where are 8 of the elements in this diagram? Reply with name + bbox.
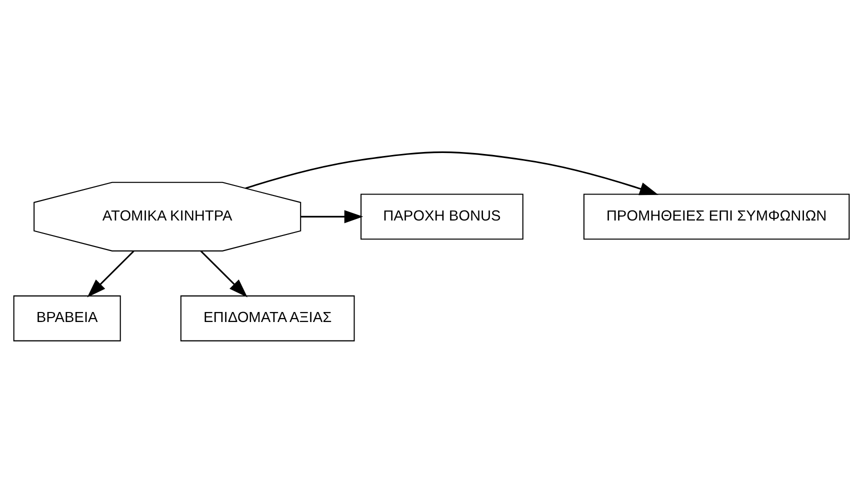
arrow [87,250,134,298]
node-box: ΕΠΙΔΟΜΑΤΑ ΑΞΙΑΣ [180,295,355,342]
arrow [300,210,364,224]
node-box: ΒΡΑΒΕΙΑ [13,295,121,342]
node-box: ΠΑΡΟΧΗ BONUS [360,194,524,240]
arrow [200,250,248,298]
arrow [245,151,658,196]
node-box: ΠΡΟΜΗΘΕΙΕΣ ΕΠΙ ΣΥΜΦΩΝΙΩΝ [583,194,850,240]
